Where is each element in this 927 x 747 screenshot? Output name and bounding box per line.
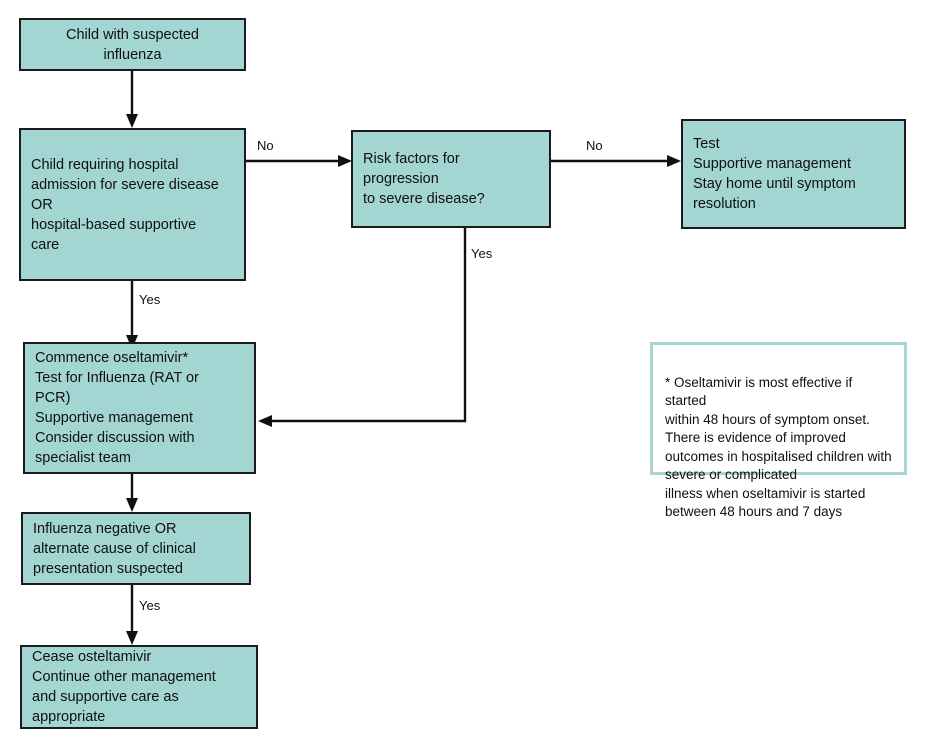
edge-label-admission-to-risk: No xyxy=(257,138,274,153)
node-admission[interactable]: Child requiring hospital admission for s… xyxy=(19,128,246,281)
node-influenza-negative[interactable]: Influenza negative OR alternate cause of… xyxy=(21,512,251,585)
node-cease-oseltamivir-label: Cease osteltamivir Continue other manage… xyxy=(32,649,216,725)
node-cease-oseltamivir[interactable]: Cease osteltamivir Continue other manage… xyxy=(20,645,258,729)
node-risk-factors[interactable]: Risk factors for progression to severe d… xyxy=(351,130,551,228)
node-commence-oseltamivir[interactable]: Commence oseltamivir* Test for Influenza… xyxy=(23,342,256,474)
edge-label-risk-to-commence: Yes xyxy=(471,246,493,261)
node-start-label: Child with suspected influenza xyxy=(66,26,199,63)
node-influenza-negative-label: Influenza negative OR alternate cause of… xyxy=(33,520,196,577)
connector-start-to-admission xyxy=(126,70,138,128)
node-commence-oseltamivir-label: Commence oseltamivir* Test for Influenza… xyxy=(35,350,199,466)
edge-label-admission-to-commence: Yes xyxy=(139,292,161,307)
connector-risk-to-commence xyxy=(258,228,467,427)
footnote-text: * Oseltamivir is most effective if start… xyxy=(665,374,892,520)
edge-label-risk-to-testhome: No xyxy=(586,138,603,153)
connector-risk-to-testhome xyxy=(551,155,681,167)
footnote-box: * Oseltamivir is most effective if start… xyxy=(650,342,907,519)
node-test-stay-home-label: Test Supportive management Stay home unt… xyxy=(693,136,856,212)
node-admission-label: Child requiring hospital admission for s… xyxy=(31,156,219,253)
node-start[interactable]: Child with suspected influenza xyxy=(19,18,246,71)
node-test-stay-home[interactable]: Test Supportive management Stay home unt… xyxy=(681,119,906,229)
node-risk-factors-label: Risk factors for progression to severe d… xyxy=(363,151,485,207)
edge-label-negative-to-cease: Yes xyxy=(139,598,161,613)
